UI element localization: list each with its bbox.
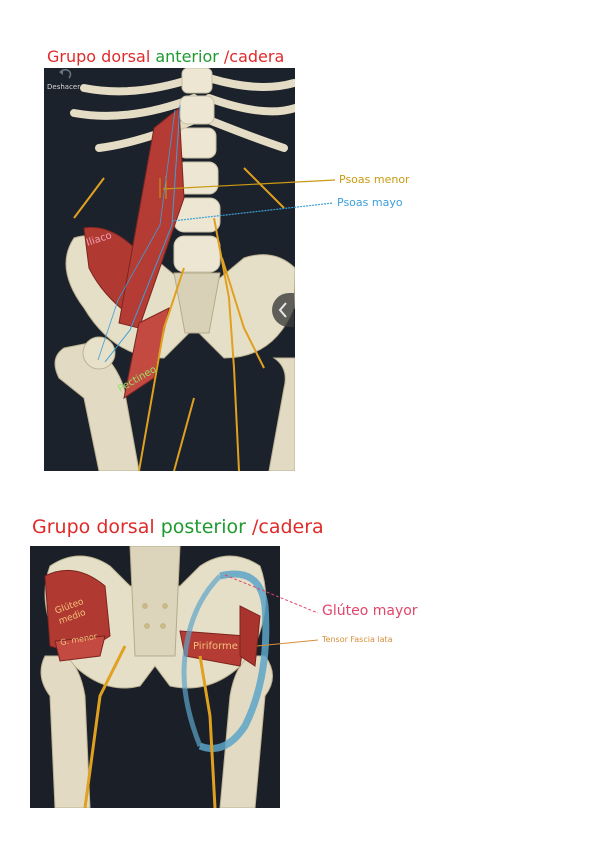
title-word-anterior: anterior [155,47,219,66]
title-word-cadera: /cadera [223,47,285,66]
title-word-grupo: Grupo [32,516,91,538]
label-gluteo-mayor: Glúteo mayor [322,603,418,619]
title-word-dorsal: dorsal [101,47,151,66]
anatomy-image-posterior [30,546,280,808]
next-view-button[interactable] [272,293,294,327]
title-word-dorsal: dorsal [96,516,155,538]
label-psoas-mayor: Psoas mayo [337,196,403,209]
chevron-left-icon [278,302,287,318]
undo-button-label[interactable]: Deshacer [47,83,81,91]
undo-icon[interactable] [58,67,72,79]
title-anterior: Grupo dorsal anterior /cadera [47,47,284,66]
anatomy-image-anterior [44,68,295,471]
anterior-anatomy-drawing [54,68,295,471]
label-psoas-menor: Psoas menor [339,173,410,186]
label-tensor-fascia-lata: Tensor Fascia lata [322,635,393,644]
label-piriforme: Piriforme [193,641,238,652]
title-word-posterior: posterior [160,516,246,538]
title-word-cadera: /cadera [251,516,324,538]
posterior-anatomy-drawing [40,546,273,808]
title-posterior: Grupo dorsal posterior /cadera [32,516,324,538]
title-word-grupo: Grupo [47,47,97,66]
